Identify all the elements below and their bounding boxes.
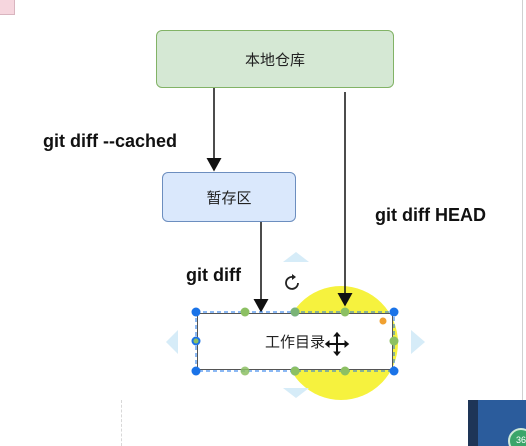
- edge-label-diff[interactable]: git diff: [186, 265, 241, 285]
- edge-label-diff-cached[interactable]: git diff --cached: [43, 131, 177, 151]
- resize-handle-ne: [389, 307, 399, 317]
- hover-arrow-down-icon: [283, 388, 309, 398]
- connection-point-left: [193, 338, 199, 344]
- node-local-repository-label: 本地仓库: [244, 50, 305, 69]
- connection-point-top-left: [240, 307, 250, 317]
- rotate-handle[interactable]: [283, 273, 303, 293]
- connection-point-bottom-left: [240, 366, 250, 376]
- node-staging-area[interactable]: 暂存区: [162, 172, 296, 222]
- node-local-repository[interactable]: 本地仓库: [156, 30, 394, 88]
- connection-point-bottom-right: [340, 366, 350, 376]
- resize-handle-se: [389, 366, 399, 376]
- connection-point-right: [389, 336, 399, 346]
- selection-outline: [195, 311, 395, 372]
- resize-handle-e-orange: [379, 317, 387, 325]
- node-staging-area-label: 暂存区: [206, 188, 252, 207]
- corner-marker: [0, 0, 15, 15]
- hover-arrow-up-icon: [283, 252, 309, 262]
- edge-label-diff-head[interactable]: git diff HEAD: [375, 205, 486, 225]
- canvas-border: [522, 0, 523, 446]
- node-working-directory[interactable]: 工作目录: [197, 313, 393, 370]
- taskbar-divider: [468, 400, 478, 446]
- rotate-icon: [285, 274, 299, 290]
- connection-point-top-mid: [290, 307, 300, 317]
- connection-point-top-right: [340, 307, 350, 317]
- node-working-directory-label: 工作目录: [264, 333, 325, 351]
- page-guide-line: [121, 400, 123, 446]
- hover-arrow-left-icon: [166, 330, 178, 354]
- taskbar-app-icon[interactable]: 36: [508, 428, 526, 446]
- move-cursor-icon: [323, 330, 351, 358]
- resize-handle-sw: [191, 366, 201, 376]
- connection-point-bottom-mid: [290, 366, 300, 376]
- resize-handle-nw: [191, 307, 201, 317]
- taskbar-corner: 36: [468, 400, 526, 446]
- hover-arrow-right-icon: [411, 330, 425, 354]
